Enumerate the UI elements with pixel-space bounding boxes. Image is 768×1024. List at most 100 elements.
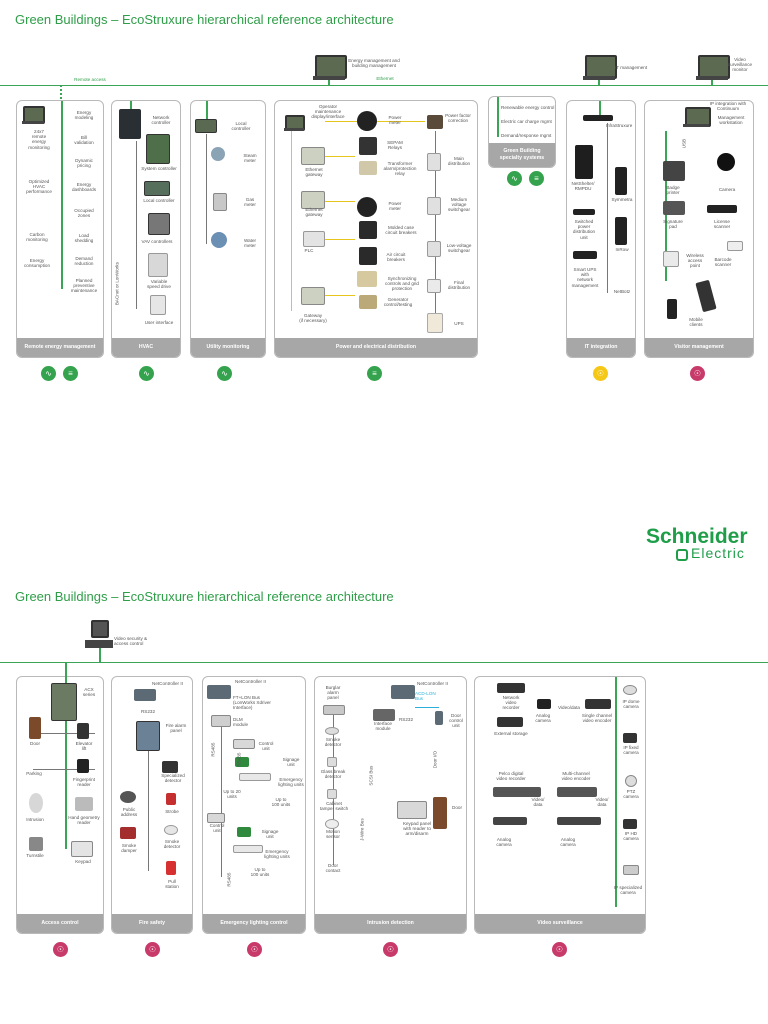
panel-emergency-lighting: NetController II FT+LON Bus (LonWorks Xd… [202,676,306,934]
panel-power-distribution: Operator maintenance display/interface E… [274,100,478,358]
remote-item-6: Load shedding [74,233,94,244]
remote-label-2: Optimized HVAC performance [26,179,52,195]
medium-voltage-switchgear [427,197,441,215]
green-energy-icon: ∿ [507,171,522,186]
signature-pad-device [663,201,685,215]
emerg-netcontroller-device [207,685,231,699]
pull-station-device [166,861,176,875]
intr-item-2: ACD-LON Bus [415,691,436,702]
emerg-item-9: Control unit [209,823,225,834]
power-item-6: Power meter [388,115,402,126]
green-energy-icon: ∿ [217,366,232,381]
analog-cameras-1-device [493,817,527,825]
glass-break-detector-device [327,757,337,767]
logo-line1: Schneider [646,525,748,548]
power-item-11: Air circuit breakers [386,252,406,263]
intrusion-smoke-detector-device [325,727,339,735]
video-item-9: Multi-channel video encoder [561,771,591,782]
license-scanner-device [707,205,737,213]
synchronizing-controls [357,271,377,287]
ethernet-gateway-1 [301,147,325,165]
strobe-device [166,793,176,805]
panel-access-control: ACX series Door Elevator lift Parking Fi… [16,663,104,934]
smart-ups-device [573,251,597,259]
intr-item-14: SCSI Bus [368,765,374,786]
panel-intrusion-detection: Burglar alarm panel NetController II ACD… [314,676,467,934]
turnstile-device [29,837,43,851]
keypad-device [71,841,93,857]
remote-item-8: Planned preventive maintenance [70,278,98,294]
generator-control [359,295,377,309]
green-plug-icon: ≡ [367,366,382,381]
power-item-5: Gateway (if necessary) [299,313,327,324]
power-factor-correction [427,115,443,129]
video-footer: Video surveillance [475,914,645,933]
fire-item-8: Smoke detector [163,839,181,850]
fire-item-9: Pull station [165,879,179,890]
green-plug-icon: ≡ [529,171,544,186]
power-item-15: Main distribution [447,156,471,167]
hand-geometry-reader-device [75,797,93,811]
red-lock-icon: ☉ [247,942,262,957]
main-distribution [427,153,441,171]
mobile-phone-device [667,299,677,319]
green-energy-icon: ∿ [139,366,154,381]
access-footer: Access control [17,914,103,933]
control-unit-2-device [207,813,225,823]
video-item-1: Network video recorder [502,695,520,711]
emerg-item-2: FT+LON Bus (LonWorks Xdriver Interface) [233,695,271,711]
molded-case-breaker [359,221,377,239]
intrusion-door-device [433,797,447,829]
fire-item-1: NetController II [152,681,183,686]
visitor-item-4: Badge printer [666,185,680,196]
green-plug-icon: ≡ [63,366,78,381]
elevator-lift-device [77,723,89,739]
page2-title: Green Buildings – EcoStruxure hierarchic… [15,589,394,604]
it-item-1: InfraStruxure [605,123,633,128]
intr-item-8: Glass break detector [320,769,346,780]
power-item-3: Ethernet gateway [305,207,323,218]
green-item-1: Renewable energy control [501,105,555,110]
low-voltage-switchgear [427,241,441,257]
interface-module-device [373,709,395,721]
video-item-7: IP fixed camera [623,745,639,756]
video-monitor-label: Video surveillance monitor [727,57,753,73]
access-item-8: Turnstile [26,853,44,858]
smoke-damper-device [120,827,136,839]
visitor-item-2: Management workstation [717,115,745,126]
hvac-bus-label: BACnet or LonWorks [114,262,120,306]
emerg-item-4: Control unit [258,741,274,752]
hvac-item-6: User interface [144,320,174,325]
green-energy-icon: ∿ [41,366,56,381]
emerg-item-13: RS485 [210,742,216,757]
intr-item-10: Motion sensor [326,829,340,840]
signage-unit-2-device [237,827,251,837]
video-item-11: Video/ data [595,797,609,808]
intr-item-4: Interface module [374,721,392,732]
panel-visitor-management: IP integration with Continuum Management… [644,100,754,358]
fingerprint-reader-device [77,759,89,773]
emerg-item-10: Signage unit [261,829,279,840]
fire-alarm-panel-device [136,721,160,751]
infrastruxure-device [583,115,613,121]
pelco-dvr-device [493,787,541,797]
power-item-17: Low-voltage switchgear [446,243,472,254]
specialized-detector-device [162,761,178,773]
symmetra-device [615,167,627,195]
yellow-it-icon: ☉ [593,366,608,381]
hvac-item-3: Local controller [143,198,175,203]
visitor-item-1: IP integration with Continuum [709,101,747,112]
intr-item-5: RS232 [398,717,414,722]
netshelter-device [575,145,593,179]
logo-line2: Electric [691,545,745,561]
network-video-recorder-device [497,683,525,693]
hvac-item-4: VAV controllers [141,239,173,244]
video-item-16: IP specialized camera [613,885,643,896]
keypad-panel-device [397,801,427,819]
red-lock-icon: ☉ [145,942,160,957]
power-item-7: SEPAM Relays [387,140,403,151]
access-item-6: Intrusion [26,817,44,822]
video-item-14: Analog camera [560,837,576,848]
dlm-module-device [211,715,231,727]
emerg-item-6: Emergency lighting units [278,777,304,788]
